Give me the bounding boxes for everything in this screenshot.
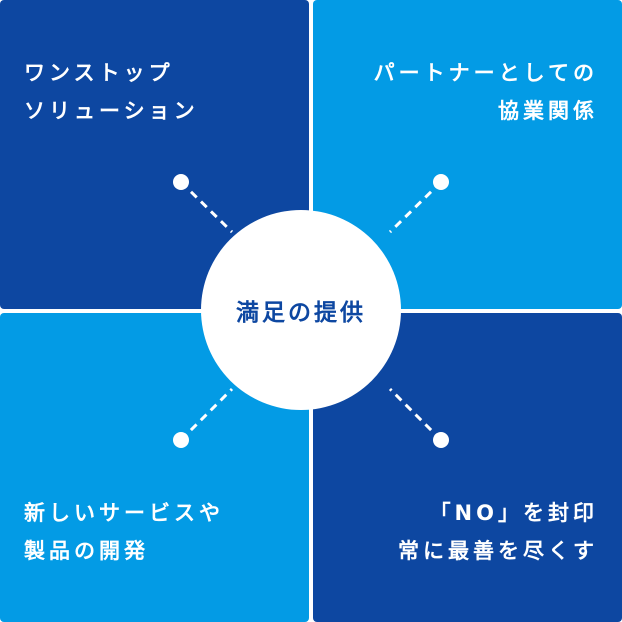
quadrant-one-stop-solution: ワンストップ ソリューション xyxy=(0,0,309,309)
quadrant-label-line: 協業関係 xyxy=(498,99,598,123)
quadrant-label: ワンストップ ソリューション xyxy=(24,54,199,130)
quadrant-label: パートナーとしての 協業関係 xyxy=(374,54,598,130)
quadrant-label-line: ソリューション xyxy=(24,99,199,123)
quadrant-label-line: 「NO」を封印 xyxy=(429,501,598,525)
quadrant-label-line: 新しいサービスや xyxy=(24,501,224,525)
quadrant-label: 新しいサービスや 製品の開発 xyxy=(24,494,224,570)
quadrant-label-line: 常に最善を尽くす xyxy=(398,539,598,563)
quadrant-label-line: ワンストップ xyxy=(24,61,174,85)
quadrant-label: 「NO」を封印 常に最善を尽くす xyxy=(398,494,598,570)
center-label: 満足の提供 xyxy=(236,300,366,326)
quadrant-label-line: 製品の開発 xyxy=(24,539,149,563)
quadrant-label-line: パートナーとしての xyxy=(373,61,598,85)
center-circle: 満足の提供 xyxy=(201,210,401,410)
